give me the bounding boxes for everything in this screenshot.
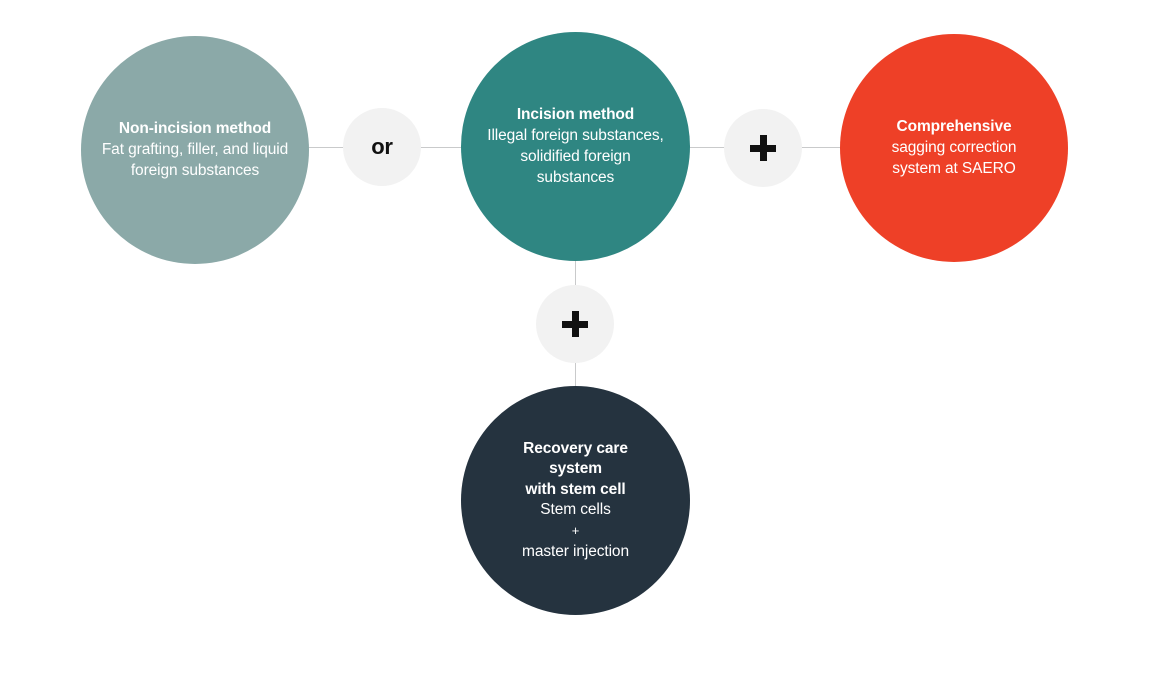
connector-or-to-incision — [418, 147, 464, 148]
node-incision-desc-line-1: Illegal foreign substances, — [487, 127, 664, 145]
node-comprehensive-desc-line-2: system at SAERO — [892, 159, 1016, 177]
connector-plus-bottom-to-recovery — [575, 360, 576, 390]
badge-plus-bottom[interactable] — [536, 285, 614, 363]
plus-icon — [750, 135, 776, 161]
node-comprehensive-desc-line-1: sagging correction — [891, 139, 1017, 157]
node-recovery-title-line-1: Recovery care — [523, 439, 628, 457]
badge-plus-right[interactable] — [724, 109, 802, 187]
node-recovery-title-line-3: with stem cell — [525, 480, 626, 498]
connector-incision-to-plus-bottom — [575, 258, 576, 288]
node-incision-method[interactable]: Incision method Illegal foreign substanc… — [461, 32, 690, 261]
node-recovery-desc-line-3: master injection — [522, 542, 629, 560]
plus-icon — [562, 311, 588, 337]
connector-plus-right-to-comprehensive — [799, 147, 844, 148]
badge-or[interactable]: or — [343, 108, 421, 186]
connector-incision-to-plus-right — [687, 147, 727, 148]
connector-non-incision-to-or — [306, 147, 346, 148]
node-recovery-desc-line-1: Stem cells — [540, 501, 611, 519]
badge-or-label: or — [371, 134, 393, 159]
node-non-incision-method[interactable]: Non-incision method Fat grafting, filler… — [81, 36, 309, 264]
node-non-incision-title: Non-incision method — [118, 119, 272, 137]
node-comprehensive-system[interactable]: Comprehensive sagging correction system … — [840, 34, 1068, 262]
node-comprehensive-title: Comprehensive — [896, 117, 1012, 135]
node-non-incision-desc-line-1: Fat grafting, filler, and liquid — [101, 141, 289, 159]
node-recovery-care-system[interactable]: Recovery care system with stem cell Stem… — [461, 386, 690, 615]
node-incision-desc-line-3: substances — [536, 168, 615, 186]
node-recovery-desc-plus-separator: + — [571, 522, 580, 538]
node-recovery-title-line-2: system — [549, 460, 602, 478]
node-non-incision-desc-line-2: foreign substances — [130, 161, 260, 179]
node-incision-title: Incision method — [516, 105, 635, 123]
node-incision-desc-line-2: solidified foreign — [520, 147, 631, 165]
